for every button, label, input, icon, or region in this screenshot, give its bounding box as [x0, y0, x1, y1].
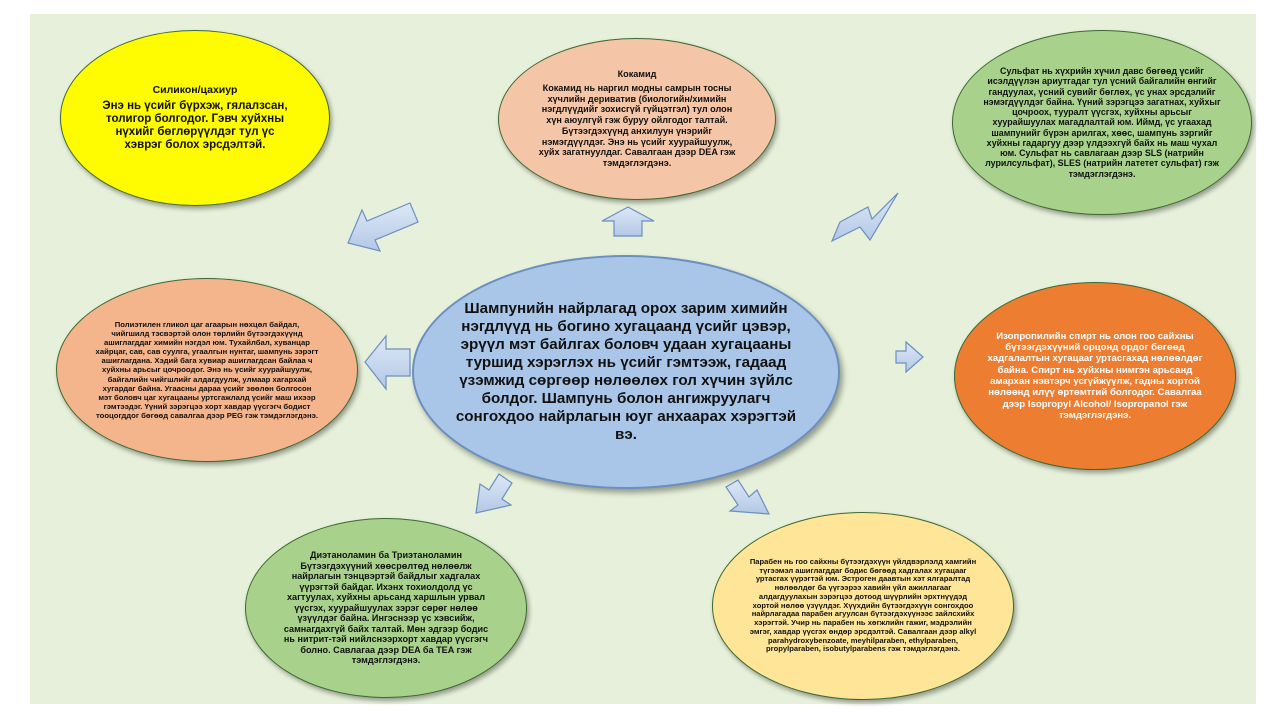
dea-tea-ellipse: Диэтаноламин ба Триэтаноламин Бүтээгдэхү… [245, 518, 527, 698]
peg-ellipse: Полиэтилен гликол цаг агаарын нөхцөл бай… [56, 278, 358, 462]
cocamide-title: Кокамид [617, 69, 657, 80]
peg-body: Полиэтилен гликол цаг агаарын нөхцөл бай… [95, 320, 319, 420]
silicone-title: Силикон/цахиур [152, 83, 238, 96]
isopropyl-ellipse: Изопропилийн спирт нь олон гоо сайхны бү… [954, 282, 1236, 470]
central-topic-ellipse: Шампунийн найрлагад орох зарим химийн нэ… [412, 255, 840, 489]
isopropyl-body: Изопропилийн спирт нь олон гоо сайхны бү… [987, 330, 1203, 421]
central-topic-text: Шампунийн найрлагад орох зарим химийн нэ… [455, 300, 797, 443]
paraben-body: Парабен нь гоо сайхны бүтээгдэхүүн үйлдв… [749, 557, 977, 654]
paraben-ellipse: Парабен нь гоо сайхны бүтээгдэхүүн үйлдв… [712, 512, 1014, 700]
sulfate-ellipse: Сульфат нь хүхрийн хүчил давс бөгөөд үси… [952, 30, 1252, 215]
cocamide-body: Кокамид нь наргил модны самрын тосны хүч… [538, 82, 736, 169]
silicone-ellipse: Силикон/цахиур Энэ нь үсийг бүрхэж, гяла… [60, 30, 330, 206]
cocamide-ellipse: Кокамид Кокамид нь наргил модны самрын т… [498, 38, 776, 200]
dea-tea-body: Диэтаноламин ба Триэтаноламин Бүтээгдэхү… [283, 549, 489, 666]
silicone-body: Энэ нь үсийг бүрхэж, гялалзсан, толигор … [102, 99, 288, 152]
sulfate-body: Сульфат нь хүхрийн хүчил давс бөгөөд үси… [983, 66, 1221, 179]
